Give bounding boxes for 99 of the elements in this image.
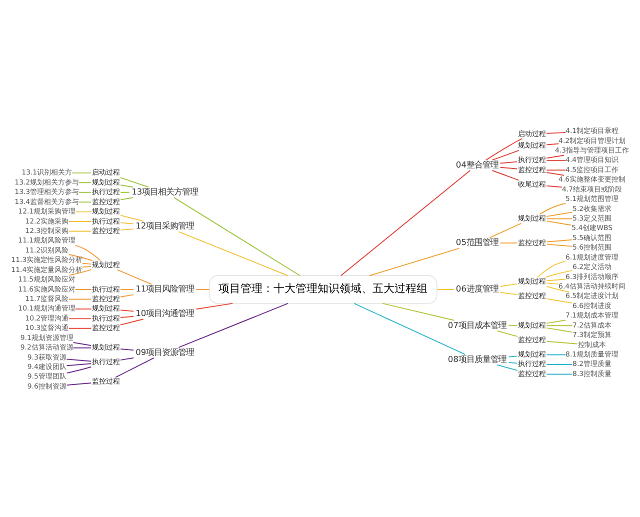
connector bbox=[546, 319, 566, 324]
connector bbox=[115, 356, 154, 378]
connector bbox=[68, 253, 93, 261]
connector bbox=[546, 340, 578, 344]
connector bbox=[368, 247, 460, 276]
node-box: 项目管理：十大管理知识领域、五大过程组 bbox=[208, 274, 438, 304]
connector bbox=[120, 318, 144, 325]
connector bbox=[539, 202, 566, 214]
connector bbox=[74, 244, 101, 260]
connector bbox=[69, 268, 92, 276]
connector bbox=[508, 324, 518, 326]
connector bbox=[492, 149, 520, 160]
connector bbox=[66, 382, 92, 386]
connector bbox=[546, 278, 566, 281]
connector bbox=[500, 166, 518, 169]
connector bbox=[496, 364, 518, 370]
node-text: 06进度管理 bbox=[456, 283, 498, 294]
connector bbox=[120, 348, 134, 350]
node-text: 04整合管理 bbox=[456, 158, 498, 169]
connector bbox=[500, 291, 518, 295]
connector bbox=[72, 341, 92, 346]
node-text: 08项目质量管理 bbox=[448, 353, 506, 364]
connector bbox=[489, 222, 522, 238]
connector bbox=[120, 228, 134, 230]
connector bbox=[74, 308, 92, 309]
connector bbox=[72, 346, 92, 348]
connector bbox=[496, 330, 518, 336]
connector bbox=[120, 294, 134, 297]
connector bbox=[120, 184, 134, 188]
connector bbox=[546, 218, 573, 219]
node-text: 13项目相关方管理 bbox=[132, 186, 198, 196]
connector bbox=[74, 210, 92, 212]
connector bbox=[492, 170, 520, 180]
connector bbox=[120, 315, 134, 318]
node-text: 12项目采购管理 bbox=[136, 220, 194, 230]
connector bbox=[546, 298, 573, 303]
connector bbox=[546, 285, 570, 292]
connector bbox=[78, 201, 92, 202]
node-text: 05范围管理 bbox=[456, 236, 498, 247]
connector bbox=[354, 302, 466, 354]
connector bbox=[546, 184, 563, 188]
connector bbox=[546, 142, 560, 145]
connector bbox=[546, 132, 566, 134]
connector bbox=[546, 324, 573, 326]
connector bbox=[485, 138, 522, 160]
connector bbox=[120, 196, 134, 200]
connector bbox=[174, 196, 300, 276]
connector bbox=[546, 171, 564, 176]
connector bbox=[196, 302, 234, 310]
connector bbox=[546, 154, 564, 158]
connector bbox=[545, 270, 573, 278]
connector bbox=[68, 318, 92, 319]
connector bbox=[546, 373, 573, 374]
node-text: 07项目成本管理 bbox=[448, 319, 506, 330]
node-text: 09项目资源管理 bbox=[136, 346, 194, 356]
connector bbox=[74, 288, 92, 290]
connector bbox=[66, 362, 92, 366]
connector bbox=[196, 288, 210, 290]
connector bbox=[546, 282, 560, 284]
connector bbox=[68, 220, 92, 222]
connector bbox=[436, 288, 455, 290]
connector bbox=[178, 302, 288, 348]
connector bbox=[546, 238, 573, 242]
connector bbox=[120, 214, 144, 222]
connector bbox=[546, 169, 566, 170]
connector bbox=[508, 361, 518, 364]
connector bbox=[382, 302, 455, 320]
node-text: 11项目风险管理 bbox=[136, 283, 194, 294]
connector bbox=[178, 230, 288, 276]
connector bbox=[78, 182, 92, 183]
connector bbox=[72, 172, 92, 173]
connector bbox=[120, 356, 134, 360]
connector bbox=[120, 191, 130, 192]
connector bbox=[508, 355, 518, 357]
connector bbox=[500, 160, 518, 164]
connector bbox=[500, 242, 518, 244]
node-text: 10项目沟通管理 bbox=[136, 307, 194, 318]
connector bbox=[546, 159, 566, 160]
connector bbox=[66, 366, 92, 374]
connector bbox=[116, 268, 152, 284]
connector bbox=[82, 265, 92, 268]
connector bbox=[546, 211, 573, 216]
connector bbox=[78, 191, 92, 192]
connector bbox=[68, 327, 92, 328]
connector bbox=[120, 309, 134, 312]
connector bbox=[82, 262, 92, 264]
connector bbox=[68, 230, 92, 232]
connector bbox=[68, 298, 92, 300]
connector bbox=[500, 282, 518, 286]
connector bbox=[120, 176, 150, 188]
connector bbox=[537, 260, 566, 278]
connector bbox=[546, 354, 566, 355]
connector bbox=[546, 220, 572, 226]
connector bbox=[66, 358, 92, 362]
connector bbox=[120, 222, 134, 224]
connector bbox=[120, 288, 134, 290]
connector bbox=[546, 243, 573, 246]
connector bbox=[340, 170, 471, 276]
connector bbox=[546, 326, 573, 332]
